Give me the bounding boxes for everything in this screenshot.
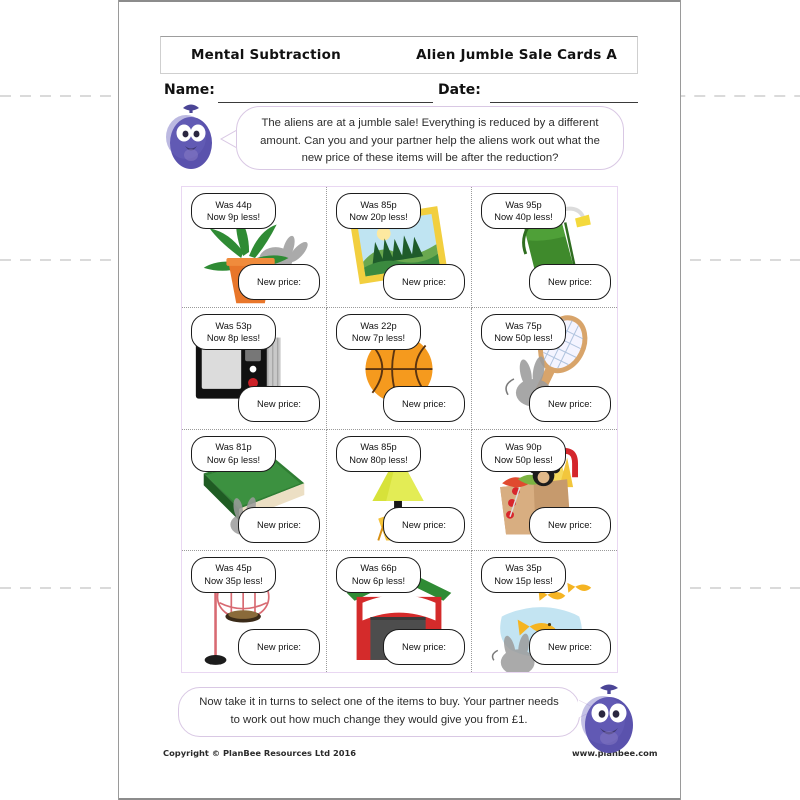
instruction-bubble-top: The aliens are at a jumble sale! Everyth… (236, 106, 624, 170)
price-tag: Was 35p Now 15p less! (481, 556, 566, 593)
new-price-box[interactable]: New price: (238, 264, 320, 301)
header-title-box: Mental Subtraction Alien Jumble Sale Car… (160, 36, 638, 74)
table-row[interactable]: Was 45p Now 35p less! New price: (182, 550, 327, 672)
reduction: Now 9p less! (206, 212, 261, 222)
jumble-sale-card-grid: Was 44p Now 9p less! New price: (181, 186, 618, 673)
was-price: Was 81p (215, 442, 252, 452)
table-row[interactable]: Was 90p Now 50p less! New price: (472, 430, 617, 551)
reduction: Now 6p less! (351, 575, 406, 586)
price-tag: Was 66p Now 6p less! (336, 556, 421, 593)
price-tag: Was 81p Now 6p less! (191, 435, 276, 472)
instruction-bubble-bottom: Now take it in turns to select one of th… (178, 687, 580, 737)
alien-mascot-top (166, 104, 212, 169)
price-tag: Was 45p Now 35p less! (191, 556, 276, 593)
was-price: Was 90p (505, 442, 542, 452)
page-title-right: Alien Jumble Sale Cards A (416, 47, 617, 63)
date-label: Date: (438, 82, 481, 98)
was-price: Was 66p (360, 563, 397, 574)
reduction: Now 50p less! (494, 454, 553, 465)
table-row[interactable]: Was 66p Now 6p less! New price: (327, 550, 472, 672)
table-row[interactable]: Was 85p Now 20p less! New price: (327, 187, 472, 309)
copyright-text: Copyright © PlanBee Resources Ltd 2016 (163, 748, 357, 758)
new-price-box[interactable]: New price: (383, 629, 465, 665)
new-price-box[interactable]: New price: (238, 385, 320, 422)
table-row[interactable]: Was 22p Now 7p less! New price: (327, 308, 472, 430)
name-input-line[interactable] (218, 101, 433, 103)
was-price: Was 45p (215, 563, 252, 574)
table-row[interactable]: Was 44p Now 9p less! New price: (182, 187, 327, 309)
price-tag: Was 85p Now 80p less! (336, 435, 421, 472)
was-price: Was 44p (215, 199, 252, 210)
table-row[interactable]: Was 95p Now 40p less! New price: (472, 187, 617, 309)
new-price-box[interactable]: New price: (238, 629, 320, 665)
price-tag: Was 95p Now 40p less! (481, 193, 566, 229)
website-link[interactable]: www.planbee.com (572, 748, 658, 758)
reduction: Now 6p less! (206, 454, 261, 465)
was-price: Was 53p (215, 320, 252, 331)
reduction: Now 8p less! (206, 333, 261, 344)
date-input-line[interactable] (490, 101, 638, 103)
new-price-box[interactable]: New price: (383, 506, 465, 543)
new-price-box[interactable]: New price: (529, 629, 611, 665)
new-price-box[interactable]: New price: (529, 385, 611, 422)
table-row[interactable]: Was 81p Now 6p less! New price: (182, 429, 327, 551)
table-row[interactable]: Was 35p Now 15p less! New price: (472, 551, 617, 672)
was-price: Was 22p (360, 320, 397, 331)
was-price: Was 75p (505, 320, 542, 331)
page-title-left: Mental Subtraction (191, 47, 341, 63)
new-price-box[interactable]: New price: (529, 506, 611, 543)
new-price-box[interactable]: New price: (383, 385, 465, 422)
table-row[interactable]: Was 85p Now 80p less! New price: (327, 429, 472, 551)
was-price: Was 85p (360, 442, 397, 452)
was-price: Was 95p (505, 199, 542, 210)
alien-mascot-bottom (581, 684, 633, 753)
name-label: Name: (164, 82, 215, 98)
price-tag: Was 75p Now 50p less! (481, 314, 566, 351)
name-date-row: Name: Date: (160, 80, 640, 104)
reduction: Now 7p less! (351, 333, 406, 344)
reduction: Now 20p less! (349, 212, 408, 222)
price-tag: Was 44p Now 9p less! (191, 193, 276, 229)
was-price: Was 35p (505, 563, 542, 574)
price-tag: Was 90p Now 50p less! (481, 435, 566, 472)
new-price-box[interactable]: New price: (383, 264, 465, 301)
price-tag: Was 22p Now 7p less! (336, 314, 421, 351)
reduction: Now 15p less! (494, 575, 553, 586)
new-price-box[interactable]: New price: (238, 506, 320, 543)
bubble-tail-top (222, 130, 238, 148)
reduction: Now 50p less! (494, 333, 553, 344)
reduction: Now 80p less! (349, 454, 408, 465)
new-price-box[interactable]: New price: (529, 264, 611, 301)
reduction: Now 35p less! (204, 575, 263, 586)
price-tag: Was 85p Now 20p less! (336, 193, 421, 229)
table-row[interactable]: Was 53p Now 8p less! New price: (182, 308, 327, 430)
reduction: Now 40p less! (494, 212, 553, 222)
price-tag: Was 53p Now 8p less! (191, 314, 276, 351)
was-price: Was 85p (360, 199, 397, 210)
table-row[interactable]: Was 75p Now 50p less! New price: (472, 308, 617, 430)
